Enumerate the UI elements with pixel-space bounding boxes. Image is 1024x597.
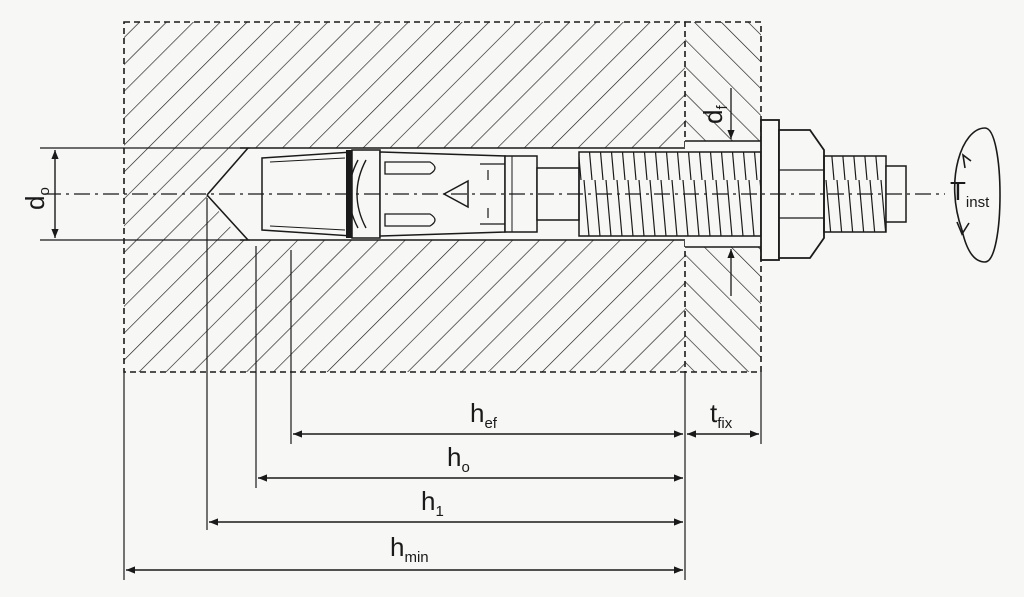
torque-rotation-icon <box>953 127 1001 263</box>
label-tfix: tfix <box>710 398 733 432</box>
dimension-df: df <box>698 88 735 296</box>
label-hmin: hmin <box>390 532 429 566</box>
label-h1: h1 <box>421 486 444 520</box>
label-tinst: Tinst <box>950 176 990 211</box>
dimension-tfix: tfix <box>687 398 759 438</box>
torque-symbol: Tinst <box>950 127 1001 263</box>
direction-triangle-icon <box>442 179 469 209</box>
label-d0: do <box>20 187 53 210</box>
dimension-h0: ho <box>258 442 683 482</box>
dimension-d0: do <box>20 147 250 241</box>
undercut-anchor <box>261 119 907 261</box>
label-hef: hef <box>470 398 498 432</box>
washer <box>760 119 780 261</box>
label-h0: ho <box>447 442 470 476</box>
dimension-h1: h1 <box>209 486 683 526</box>
dimension-hef: hef <box>293 398 683 438</box>
dimension-hmin: hmin <box>126 532 683 574</box>
extension-lines <box>123 198 762 580</box>
label-df: df <box>698 105 731 124</box>
